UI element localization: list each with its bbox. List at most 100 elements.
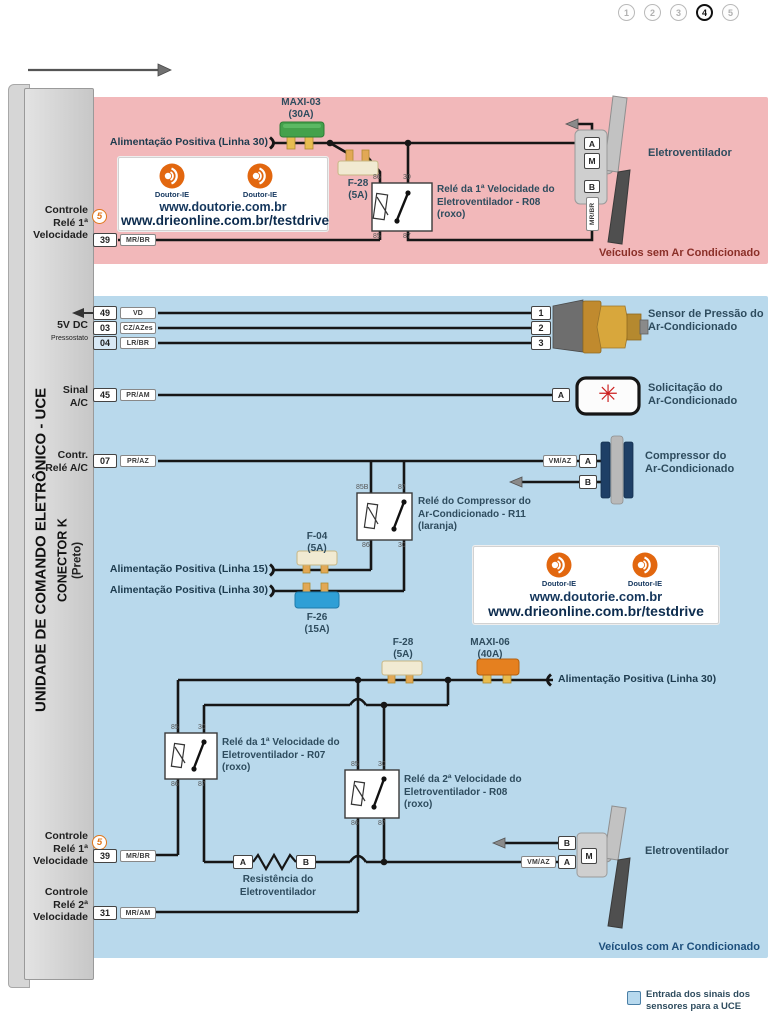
page-5-button[interactable]: 5 — [722, 4, 739, 21]
fuse-maxi06-name: MAXI-06 — [470, 637, 510, 648]
pin-49: 49 — [93, 306, 117, 320]
r11-pin-85b: 85B — [356, 484, 369, 491]
fan-ac-ground-arrow — [491, 837, 506, 849]
r07-pin-85: 85 — [171, 724, 179, 731]
r08-ac-pin-85: 85 — [351, 761, 359, 768]
r08-ac-pin-30: 30 — [378, 761, 386, 768]
page-4-button-active[interactable]: 4 — [696, 4, 713, 21]
wire-label-czazes: CZ/AZes — [120, 322, 156, 334]
wire-label-pram: PR/AM — [120, 389, 156, 401]
badge-5: 5 — [92, 209, 107, 224]
compressor-pin-b: B — [579, 475, 597, 489]
doutorie-logo — [159, 163, 185, 189]
junction-dot — [354, 676, 362, 684]
relay-r08-ac-label: Relé da 2ª Velocidade do Eletroventilado… — [404, 774, 522, 810]
junction-dot — [380, 858, 388, 866]
fuse-f26-amp: (15A) — [304, 624, 330, 635]
ctrl-rele1-label-ac: Controle Relé 1ª Velocidade — [33, 830, 88, 867]
fuse-f28-no-ac-name: F-28 — [347, 178, 369, 189]
uce-body — [24, 88, 94, 980]
r11-pin-86: 86 — [362, 542, 370, 549]
doutorie-brand: Doutor-IE — [154, 190, 190, 199]
alim-lin30-ac: Alimentação Positiva (Linha 30) — [109, 584, 268, 596]
wire-label-praz: PR/AZ — [120, 455, 156, 467]
fan-no-ac-pin-a: A — [584, 137, 600, 150]
watermark-url-1[interactable]: www.doutorie.com.br — [529, 589, 663, 604]
page-selector: 1 2 3 4 5 — [618, 4, 766, 24]
r08-ac-pin-87: 87 — [378, 820, 386, 827]
fuse-f04-icon — [296, 550, 338, 574]
no-ac-fan-feed-arrow — [564, 118, 579, 130]
uce-top-arrow — [28, 63, 172, 77]
fuse-maxi03-icon — [279, 121, 325, 150]
page-1-button[interactable]: 1 — [618, 4, 635, 21]
watermark-url-1[interactable]: www.doutorie.com.br — [159, 200, 287, 214]
wire-label-vd: VD — [120, 307, 156, 319]
fan-ac-pin-a: A — [558, 855, 576, 869]
sensor-pin-1: 1 — [531, 306, 551, 320]
compressor-pin-a: A — [579, 454, 597, 468]
legend-color-swatch — [627, 991, 641, 1005]
fan-no-ac-pin-b: B — [584, 180, 600, 193]
caption-no-ac: Veículos sem Ar Condicionado — [599, 247, 760, 259]
fan-ac-label: Eletroventilador — [645, 845, 729, 857]
ctrl-rele1-label-no-ac: Controle Relé 1ª Velocidade — [33, 204, 88, 241]
r07-pin-30: 30 — [198, 724, 206, 731]
resistor-pin-a: A — [233, 855, 253, 869]
relay-r08-no-ac-label: Relé da 1ª Velocidade do Eletroventilado… — [437, 184, 555, 220]
ctrl-rele2-label: Controle Relé 2ª Velocidade — [33, 886, 88, 923]
wire-label-mrbr: MR/BR — [120, 234, 156, 246]
junction-dot — [444, 676, 452, 684]
doutorie-brand: Doutor-IE — [541, 579, 577, 588]
fuse-maxi06-amp: (40A) — [477, 649, 503, 660]
fuse-maxi03-amp: (30A) — [288, 109, 314, 120]
ac-request-pin-a: A — [552, 388, 570, 402]
resistor-icon — [252, 852, 297, 872]
fan-ac-pin-b: B — [558, 836, 576, 850]
fan-ac-motor: M — [581, 848, 597, 864]
relay-pin-85: 85 — [373, 233, 381, 240]
pin-45: 45 — [93, 388, 117, 402]
wire-label-vmaz-compressor: VM/AZ — [543, 455, 577, 467]
watermark-url-2[interactable]: www.drieonline.com.br/testdrive — [121, 213, 330, 228]
page-3-button[interactable]: 3 — [670, 4, 687, 21]
wire-label-mrbr-vertical: MR/BR — [586, 197, 599, 231]
fan-no-ac-icon — [574, 95, 631, 245]
junction-dot — [404, 139, 412, 147]
relay-r07-icon — [164, 732, 218, 780]
badge-5: 5 — [92, 835, 107, 850]
r07-pin-87: 87 — [198, 781, 206, 788]
relay-r11-icon — [356, 492, 413, 541]
sensor-output-arrow — [72, 308, 93, 318]
sensor-pin-2: 2 — [531, 321, 551, 335]
fan-no-ac-motor: M — [584, 153, 600, 169]
page-2-button[interactable]: 2 — [644, 4, 661, 21]
ac-request-button-icon — [575, 376, 641, 416]
uce-connector-label: CONECTOR K — [55, 518, 70, 602]
watermark-box-2: Doutor-IE Doutor-IE www.doutorie.com.br … — [473, 546, 719, 624]
compressor-icon — [600, 435, 634, 505]
pin-04: 04 — [93, 336, 117, 350]
watermark-url-2[interactable]: www.drieonline.com.br/testdrive — [488, 603, 704, 619]
fan-ac-icon — [576, 805, 631, 929]
compressor-label: Compressor do Ar-Condicionado — [645, 450, 735, 475]
alim-linha30-no-ac: Alimentação Positiva (Linha 30) — [109, 136, 268, 148]
ac-request-label: Solicitação do Ar-Condicionado — [648, 382, 738, 407]
fuse-f04-name: F-04 — [306, 531, 328, 542]
r08-ac-pin-86: 86 — [351, 820, 359, 827]
doutorie-logo — [247, 163, 273, 189]
pressure-sensor-label: Sensor de Pressão do Ar-Condicionado — [648, 308, 764, 333]
uce-connector-color: (Preto) — [71, 541, 84, 579]
fuse-maxi03-name: MAXI-03 — [281, 97, 321, 108]
fuse-maxi06-icon — [476, 658, 520, 684]
legend-text: Entrada dos sinais dos sensores para a U… — [646, 989, 750, 1012]
compressor-ground-arrow — [508, 476, 523, 488]
junction-dot — [380, 701, 388, 709]
fuse-f26-icon — [294, 582, 340, 609]
pin-39-no-ac: 39 — [93, 233, 117, 247]
fuse-f28-no-ac-icon — [337, 149, 379, 176]
doutorie-logo — [546, 552, 572, 578]
label-5v-dc: 5V DC — [57, 319, 88, 331]
relay-pin-86: 86 — [373, 174, 381, 181]
